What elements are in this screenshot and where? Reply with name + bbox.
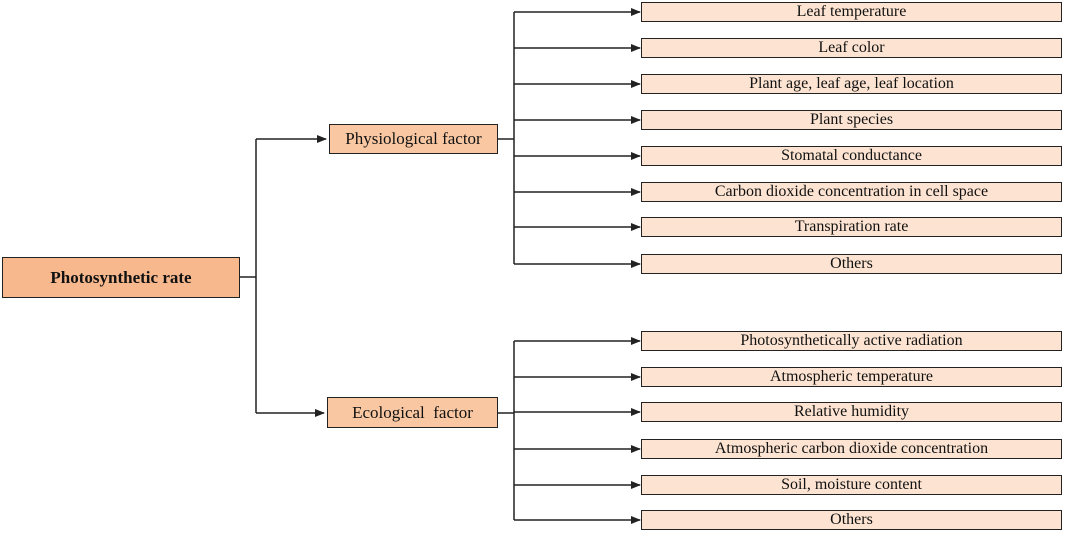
leaf-node: Transpiration rate xyxy=(641,217,1062,237)
leaf-node: Relative humidity xyxy=(641,402,1062,422)
branch-node-physiological-factor: Physiological factor xyxy=(329,124,498,154)
leaf-node: Plant species xyxy=(641,110,1062,130)
leaf-node: Others xyxy=(641,254,1062,274)
physiological-connector xyxy=(498,12,515,264)
leaf-node: Leaf temperature xyxy=(641,2,1062,22)
leaf-node: Others xyxy=(641,510,1062,530)
leaf-node: Soil, moisture content xyxy=(641,475,1062,495)
leaf-node: Leaf color xyxy=(641,38,1062,58)
ecological-connector xyxy=(498,341,515,520)
leaf-node: Atmospheric temperature xyxy=(641,367,1062,387)
leaf-node: Photosynthetically active radiation xyxy=(641,331,1062,351)
leaf-node: Plant age, leaf age, leaf location xyxy=(641,74,1062,94)
root-node-photosynthetic-rate: Photosynthetic rate xyxy=(2,257,240,298)
root-connector xyxy=(240,139,257,413)
leaf-node: Carbon dioxide concentration in cell spa… xyxy=(641,182,1062,202)
branch-node-ecological-factor: Ecological factor xyxy=(327,397,498,428)
leaf-arrows xyxy=(514,8,641,524)
leaf-node: Atmospheric carbon dioxide concentration xyxy=(641,439,1062,459)
leaf-node: Stomatal conductance xyxy=(641,146,1062,166)
